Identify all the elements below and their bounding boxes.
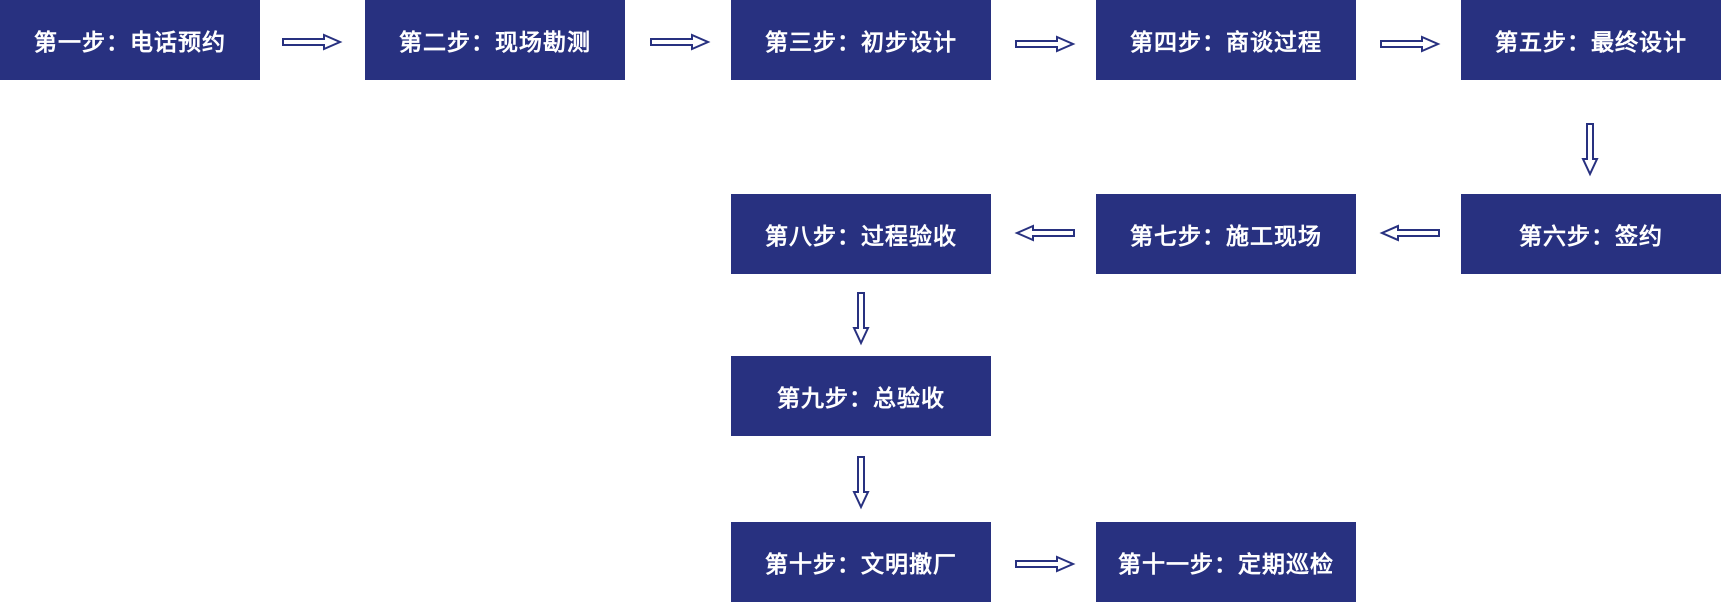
arrow-left-icon [1014,224,1075,242]
step-9-final-inspection: 第九步：总验收 [731,356,991,436]
step-7-construction-site: 第七步：施工现场 [1096,194,1356,274]
arrow-right-icon [1380,35,1441,53]
arrow-right-icon [282,33,343,51]
step-6-contract: 第六步：签约 [1461,194,1721,274]
arrow-right-icon [1015,35,1076,53]
step-5-final-design: 第五步：最终设计 [1461,0,1721,80]
step-1-phone-appointment: 第一步：电话预约 [0,0,260,80]
arrow-right-icon [1015,555,1076,573]
arrow-down-icon [1581,123,1599,177]
step-3-preliminary-design: 第三步：初步设计 [731,0,991,80]
step-11-periodic-patrol: 第十一步：定期巡检 [1096,522,1356,602]
arrow-right-icon [650,33,711,51]
arrow-left-icon [1379,224,1440,242]
arrow-down-icon [852,456,870,510]
step-8-process-inspection: 第八步：过程验收 [731,194,991,274]
step-4-negotiation: 第四步：商谈过程 [1096,0,1356,80]
step-2-site-survey: 第二步：现场勘测 [365,0,625,80]
step-10-cleanup-exit: 第十步：文明撤厂 [731,522,991,602]
arrow-down-icon [852,292,870,346]
